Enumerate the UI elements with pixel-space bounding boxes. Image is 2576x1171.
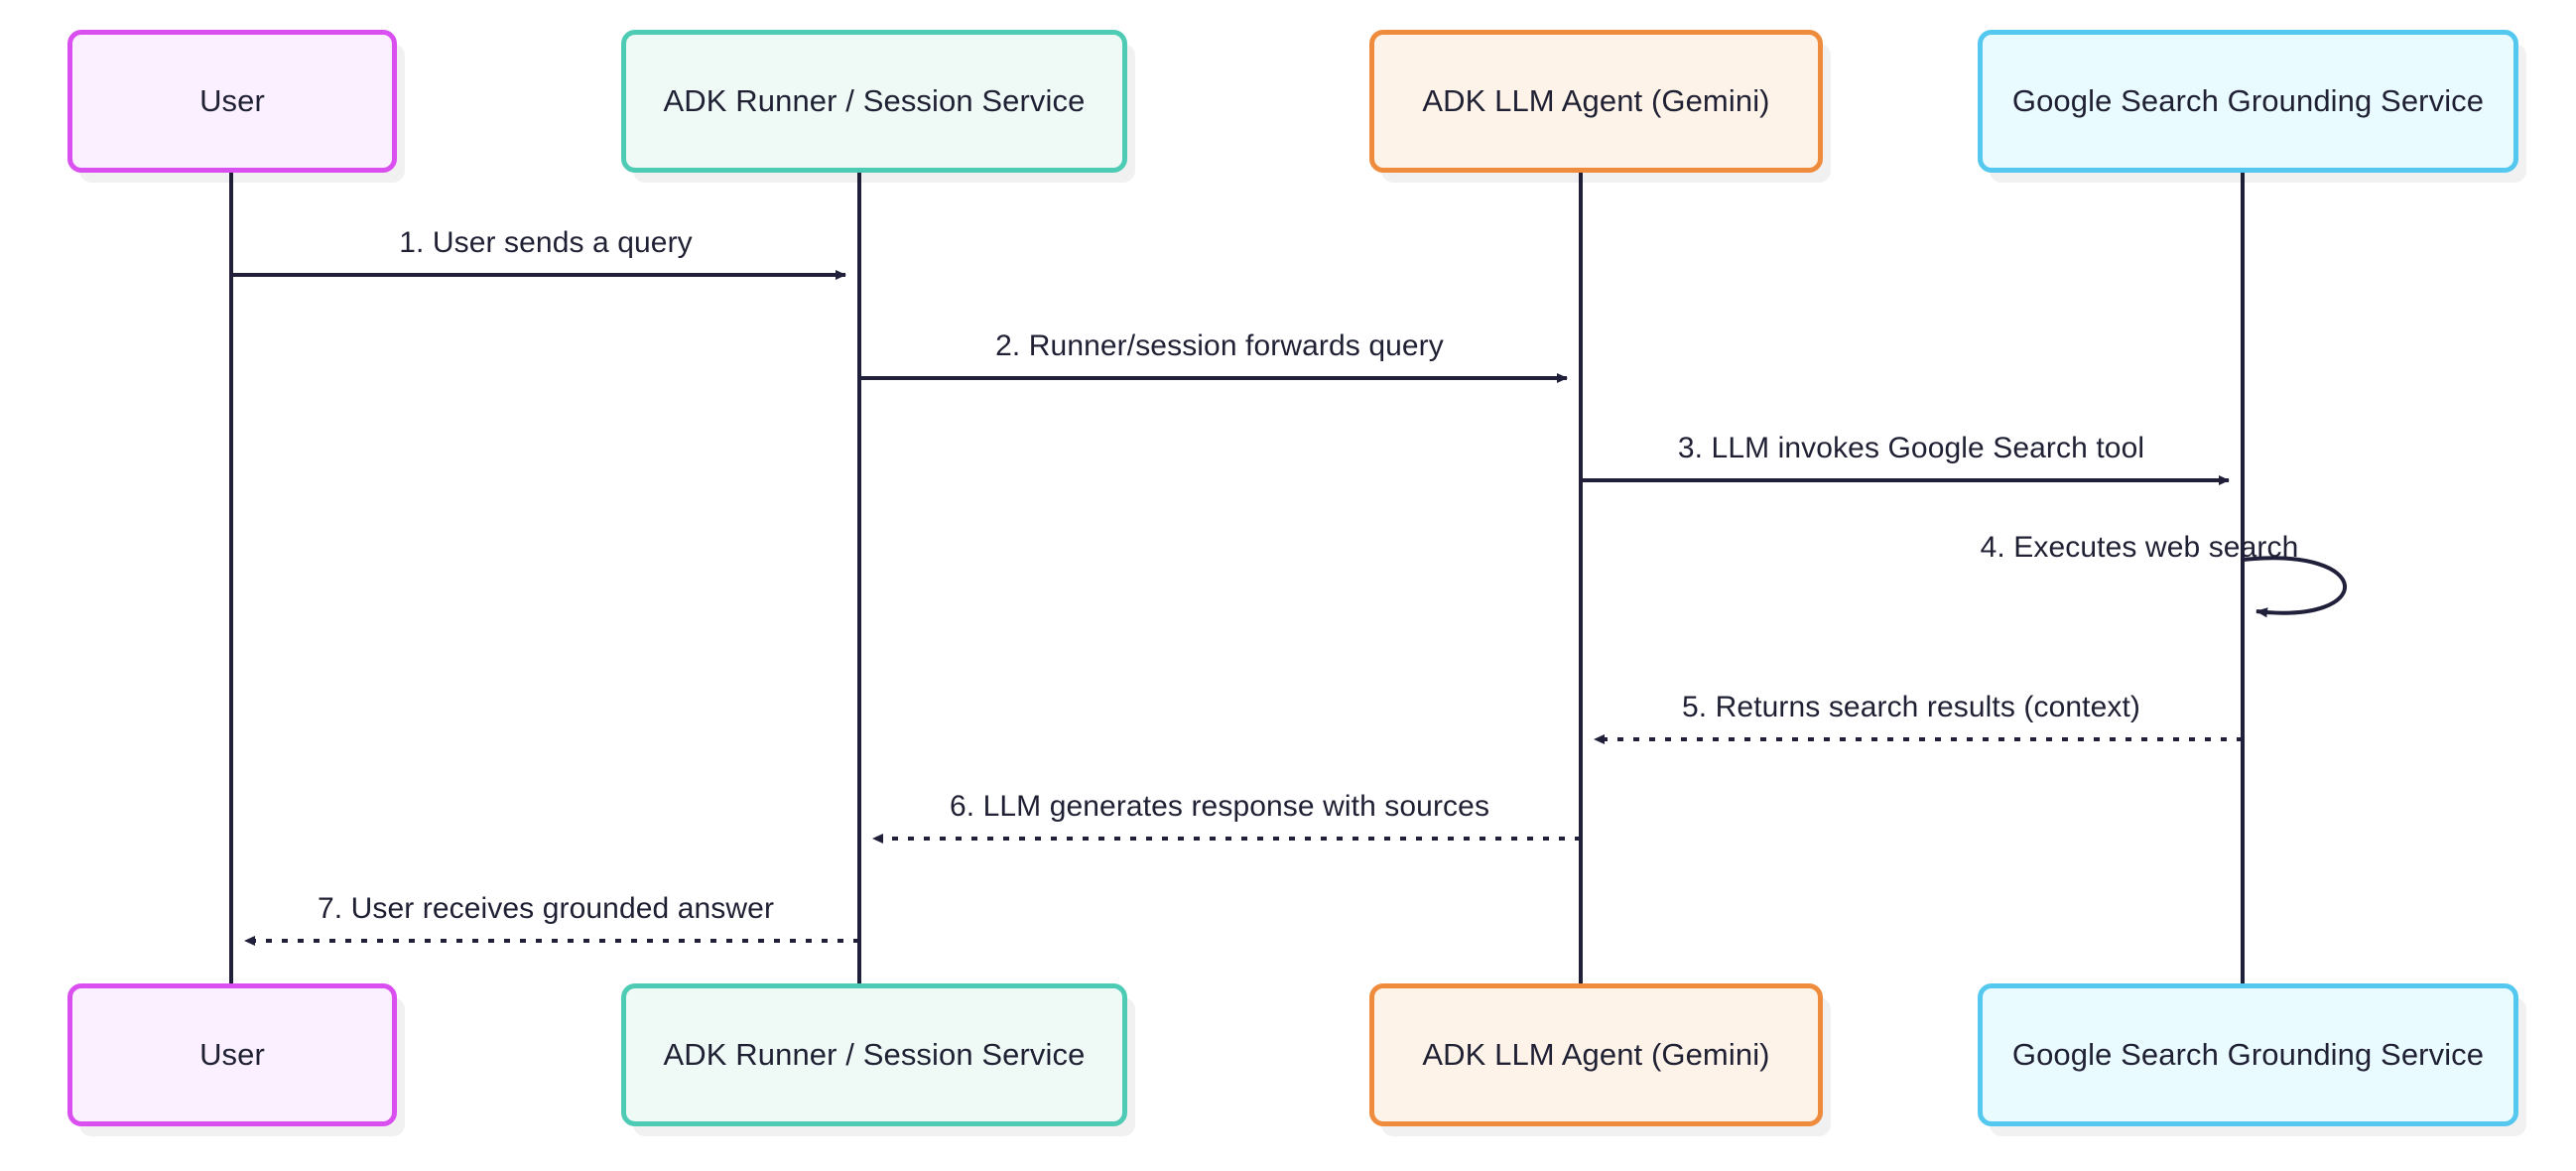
participant-box-grounding-top[interactable]: Google Search Grounding Service <box>1978 30 2518 173</box>
message-label-4: 4. Executes web search <box>1980 531 2299 564</box>
participant-box-agent-bottom[interactable]: ADK LLM Agent (Gemini) <box>1369 983 1823 1126</box>
participant-box-agent-top[interactable]: ADK LLM Agent (Gemini) <box>1369 30 1823 173</box>
message-arrow-group <box>231 270 2347 946</box>
participant-box-user-top[interactable]: User <box>67 30 397 173</box>
participant-label-agent: ADK LLM Agent (Gemini) <box>1422 1037 1770 1073</box>
participant-label-grounding: Google Search Grounding Service <box>2011 1037 2485 1073</box>
message-label-5: 5. Returns search results (context) <box>1681 691 2141 723</box>
participant-box-runner-top[interactable]: ADK Runner / Session Service <box>621 30 1127 173</box>
participant-box-grounding-bottom[interactable]: Google Search Grounding Service <box>1978 983 2518 1126</box>
participant-label-runner: ADK Runner / Session Service <box>663 83 1086 119</box>
message-label-1: 1. User sends a query <box>399 226 693 259</box>
message-arrow-4-self-loop <box>2242 556 2347 618</box>
participant-label-user: User <box>199 1037 265 1073</box>
message-label-7: 7. User receives grounded answer <box>317 892 775 925</box>
message-label-6: 6. LLM generates response with sources <box>949 790 1490 823</box>
participant-box-user-bottom[interactable]: User <box>67 983 397 1126</box>
participant-label-user: User <box>199 83 265 119</box>
lifeline-group <box>229 173 2245 983</box>
participant-label-runner: ADK Runner / Session Service <box>663 1037 1086 1073</box>
message-label-3: 3. LLM invokes Google Search tool <box>1677 432 2145 464</box>
message-label-2: 2. Runner/session forwards query <box>995 329 1444 362</box>
participant-label-grounding: Google Search Grounding Service <box>2011 83 2485 119</box>
participant-label-agent: ADK LLM Agent (Gemini) <box>1422 83 1770 119</box>
participant-box-runner-bottom[interactable]: ADK Runner / Session Service <box>621 983 1127 1126</box>
